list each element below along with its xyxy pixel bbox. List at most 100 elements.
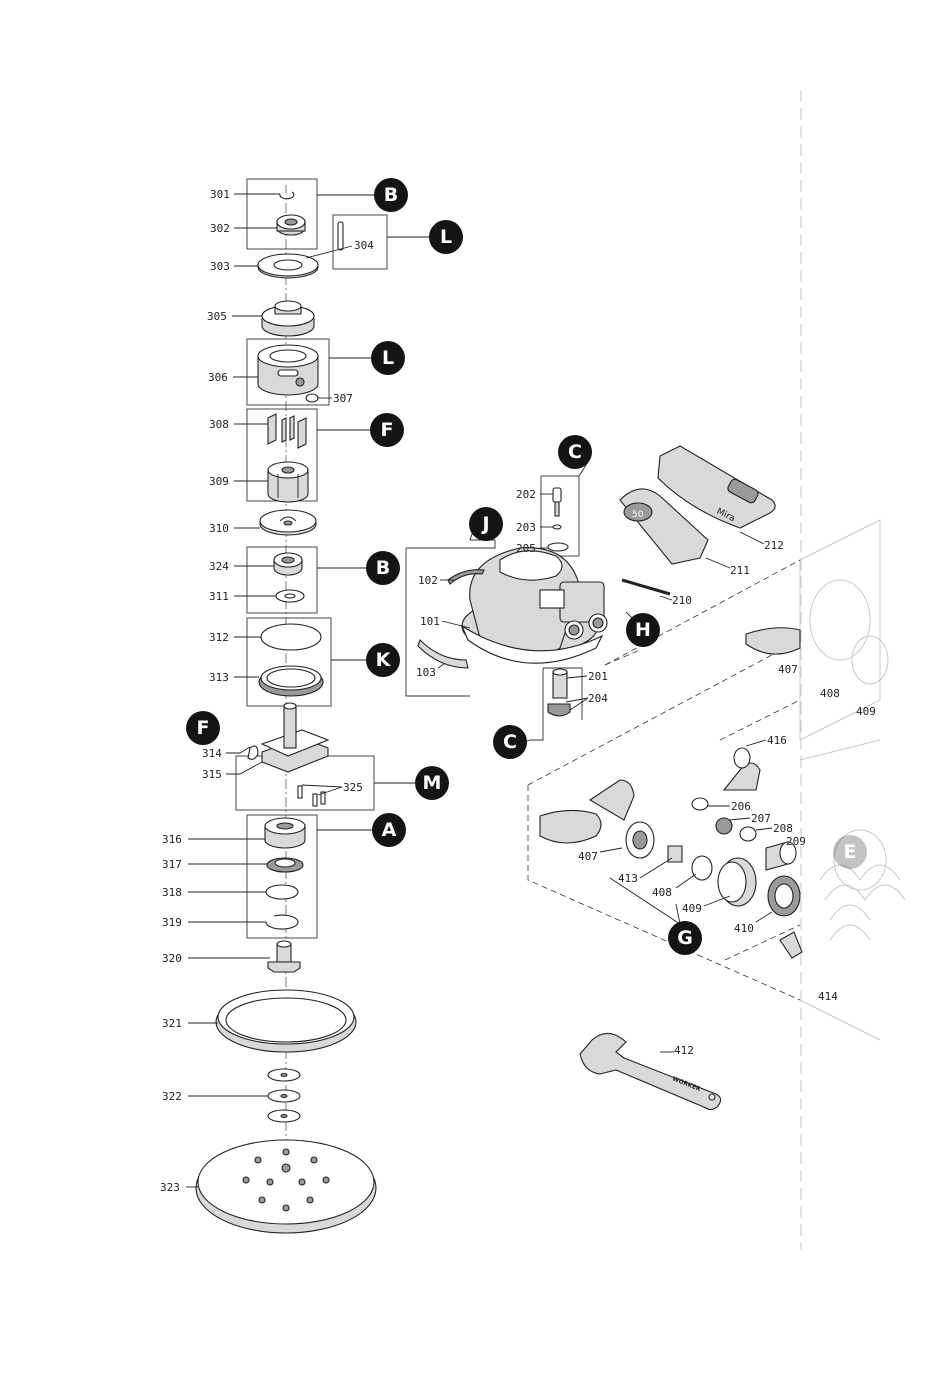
badge-B-bearing: B (366, 551, 400, 585)
badge-J: J (469, 507, 503, 541)
part-408-ring (692, 856, 712, 880)
part-317-seal (267, 858, 303, 872)
part-308-vanes (268, 414, 306, 448)
part-323-sanding-pad (196, 1140, 376, 1233)
badge-M: M (415, 766, 449, 800)
label-316: 316 (162, 833, 182, 846)
svg-text:C: C (503, 731, 517, 753)
part-307-o-ring (306, 394, 318, 402)
label-322: 322 (162, 1090, 182, 1103)
label-210: 210 (672, 594, 692, 607)
label-204: 204 (588, 692, 608, 705)
part-313-seal-ring (259, 666, 323, 696)
part-414-hose-fitting (780, 932, 802, 958)
svg-text:L: L (440, 226, 452, 248)
svg-text:M: M (423, 772, 442, 794)
part-325-screws (298, 786, 325, 806)
label-205: 205 (516, 542, 536, 555)
label-207: 207 (751, 812, 771, 825)
part-305-bearing-cap (262, 301, 314, 336)
part-410-coupling (768, 876, 800, 916)
part-201-valve-body (553, 669, 567, 698)
badge-L-housing: L (371, 341, 405, 375)
part-210-pin (622, 580, 670, 594)
svg-text:C: C (568, 441, 582, 463)
label-314: 314 (202, 747, 222, 760)
part-206-washer (692, 798, 708, 810)
part-306-housing (258, 345, 318, 395)
label-416: 416 (767, 734, 787, 747)
part-324-bearing (274, 553, 302, 575)
label-414: 414 (818, 990, 838, 1003)
label-412: 412 (674, 1044, 694, 1057)
label-206: 206 (731, 800, 751, 813)
label-201: 201 (588, 670, 608, 683)
part-203-o-ring (553, 525, 561, 529)
svg-text:H: H (635, 619, 651, 641)
label-303: 303 (210, 260, 230, 273)
part-302-bearing (277, 215, 305, 235)
label-317: 317 (162, 858, 182, 871)
part-208-nut (740, 827, 756, 841)
label-320: 320 (162, 952, 182, 965)
label-306: 306 (208, 371, 228, 384)
label-209: 209 (786, 835, 806, 848)
badge-A: A (372, 813, 406, 847)
label-413: 413 (618, 872, 638, 885)
label-319: 319 (162, 916, 182, 929)
label-407-lower: 407 (578, 850, 598, 863)
part-322-washers (268, 1069, 300, 1122)
label-408-faded: 408 (820, 687, 840, 700)
part-205-ring (548, 543, 568, 551)
badge-E: E (833, 835, 867, 869)
part-320-spindle (268, 941, 300, 972)
label-102: 102 (418, 574, 438, 587)
label-309: 309 (209, 475, 229, 488)
label-212: 212 (764, 539, 784, 552)
svg-text:J: J (480, 513, 489, 535)
part-204-fitting (548, 704, 570, 716)
label-101: 101 (420, 615, 440, 628)
badge-G: G (668, 921, 702, 955)
part-318-ring (266, 885, 298, 899)
part-202-valve-stem (553, 488, 561, 516)
part-301-retaining-clip (280, 192, 294, 199)
svg-text:50: 50 (632, 510, 644, 520)
part-316-bushing (265, 818, 305, 848)
label-323: 323 (160, 1181, 180, 1194)
label-407-upper: 407 (778, 663, 798, 676)
label-203: 203 (516, 521, 536, 534)
part-309-rotor (268, 462, 308, 502)
label-301: 301 (210, 188, 230, 201)
label-325: 325 (343, 781, 363, 794)
part-103-skirt-segment (418, 640, 468, 668)
group-boxes (236, 179, 387, 938)
label-202: 202 (516, 488, 536, 501)
part-312-ring (261, 624, 321, 650)
part-319-circlip (266, 915, 298, 929)
label-308: 308 (209, 418, 229, 431)
label-410: 410 (734, 922, 754, 935)
svg-text:B: B (384, 184, 398, 206)
label-305: 305 (207, 310, 227, 323)
faded-background-parts (800, 520, 905, 1040)
label-321: 321 (162, 1017, 182, 1030)
label-311: 311 (209, 590, 229, 603)
badge-C-valve-top: C (558, 435, 592, 469)
label-318: 318 (162, 886, 182, 899)
svg-text:F: F (197, 717, 210, 739)
part-310-end-plate (260, 510, 316, 535)
label-103: 103 (416, 666, 436, 679)
label-211: 211 (730, 564, 750, 577)
label-307: 307 (333, 392, 353, 405)
badge-H: H (626, 613, 660, 647)
part-407-rear-handle (540, 780, 654, 858)
part-207-gear (716, 818, 732, 834)
badge-K: K (366, 643, 400, 677)
svg-text:G: G (677, 927, 693, 949)
badge-C-valve-lower: C (493, 725, 527, 759)
svg-text:L: L (382, 347, 394, 369)
label-324: 324 (209, 560, 229, 573)
badge-B-top: B (374, 178, 408, 212)
